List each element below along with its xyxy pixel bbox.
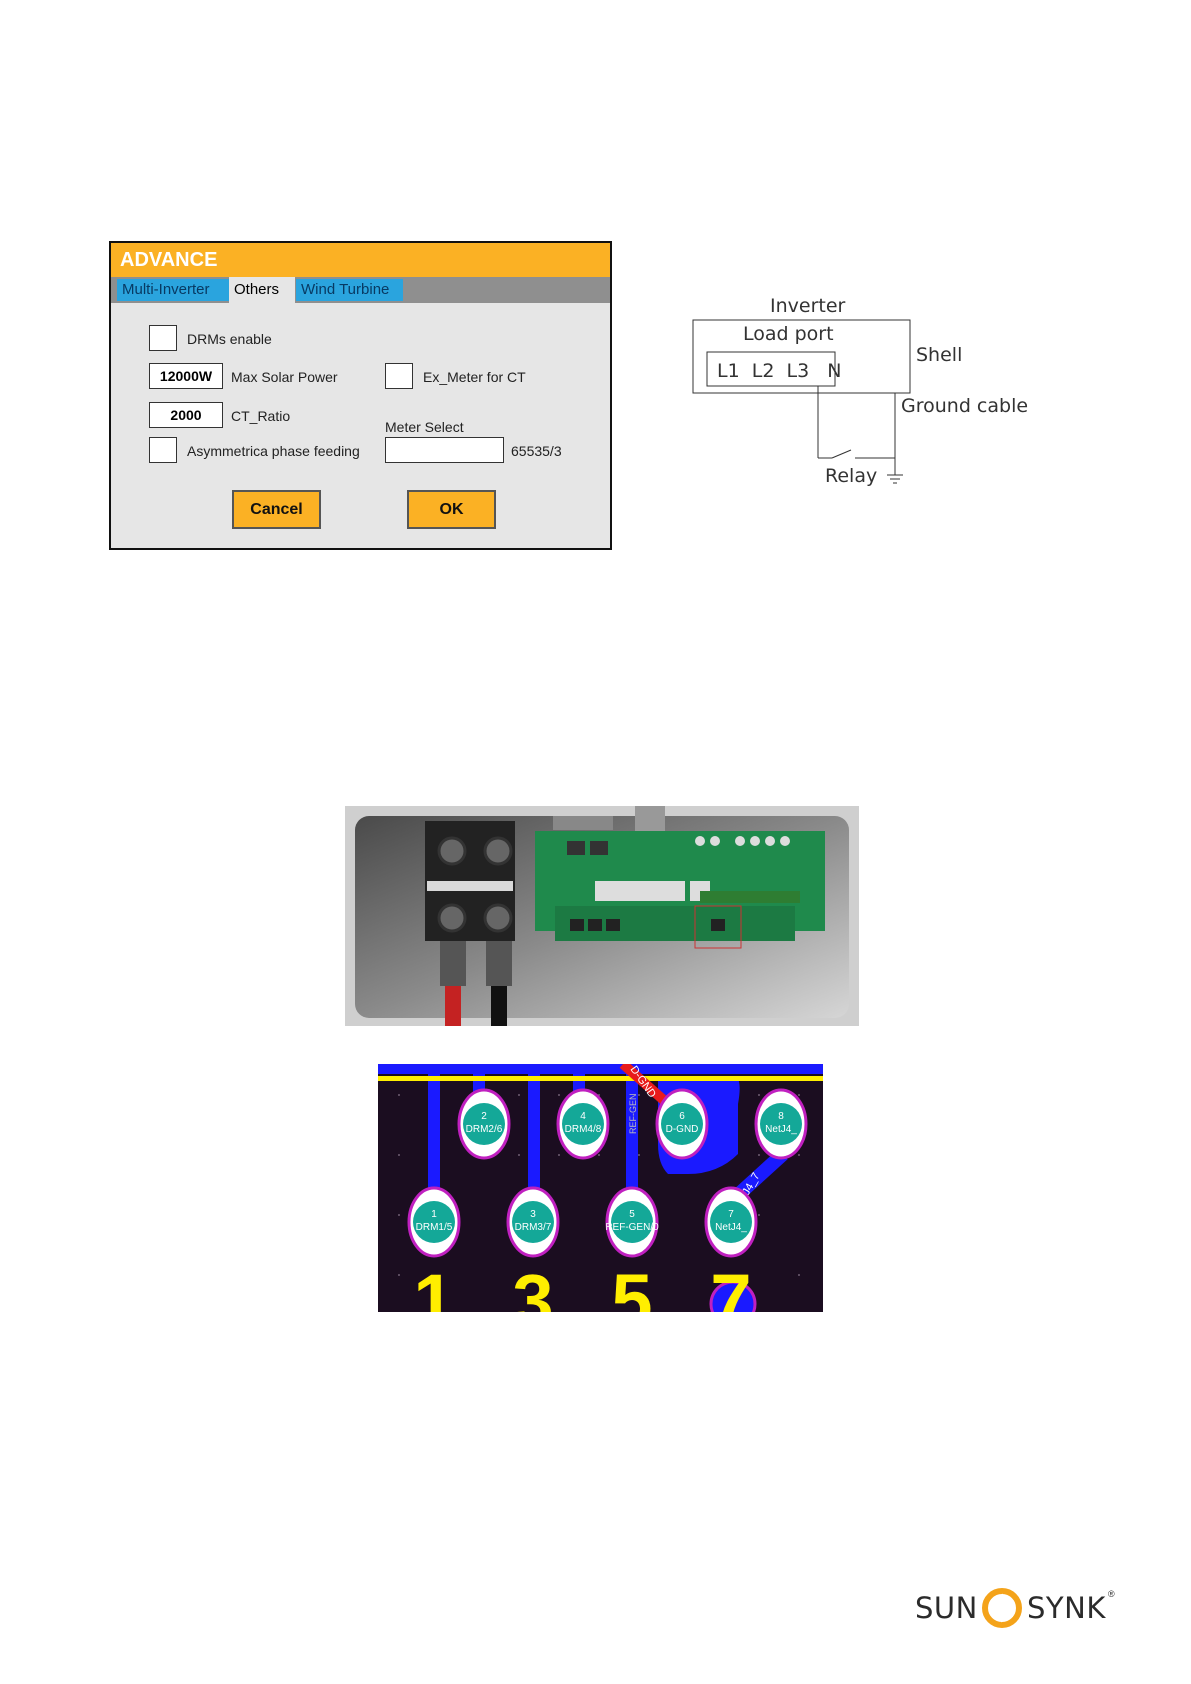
shell-label: Shell (916, 344, 962, 366)
svg-text:6: 6 (679, 1111, 685, 1122)
pad-7: 7 NetJ4_ (704, 1186, 758, 1258)
tab-bar: Multi-Inverter Others Wind Turbine (111, 277, 610, 303)
svg-text:DRM1/5: DRM1/5 (416, 1222, 453, 1233)
svg-text:1: 1 (431, 1209, 437, 1220)
svg-text:7: 7 (728, 1209, 734, 1220)
relay-switch (831, 449, 852, 459)
svg-text:3: 3 (530, 1209, 536, 1220)
load-port-label: Load port (743, 323, 834, 345)
svg-text:8: 8 (778, 1111, 784, 1122)
terminal-block (706, 351, 836, 387)
svg-text:5: 5 (629, 1209, 635, 1220)
drm-port (711, 919, 725, 931)
ex-meter-checkbox[interactable] (385, 363, 413, 389)
tab-others[interactable]: Others (229, 277, 295, 303)
ct-ratio-label: CT_Ratio (231, 408, 291, 424)
max-solar-power-field[interactable]: 12000W (149, 363, 223, 389)
inverter-terminal-photo (345, 806, 859, 1026)
svg-text:NetJ4_: NetJ4_ (715, 1222, 747, 1233)
silkscreen-5: 5 (611, 1259, 652, 1312)
meter-select-hint: 65535/3 (511, 443, 562, 459)
pad-8: 8 NetJ4_ (754, 1088, 808, 1160)
meter-select-field[interactable] (385, 437, 504, 463)
pad-6: 6 D-GND (655, 1088, 709, 1160)
sunsynk-logo: SUN SYNK ® (915, 1581, 1115, 1631)
meter-select-label: Meter Select (385, 419, 464, 435)
sunsynk-swirl-icon (982, 1588, 1022, 1628)
pad-4: 4 DRM4/8 (556, 1088, 610, 1160)
tab-wind-turbine[interactable]: Wind Turbine (296, 279, 403, 301)
drms-enable-checkbox[interactable] (149, 325, 177, 351)
logo-text-synk: SYNK (1027, 1591, 1106, 1625)
pad-1: 1 DRM1/5 (407, 1186, 461, 1258)
relay-label: Relay (825, 465, 877, 487)
svg-text:D-GND: D-GND (666, 1124, 699, 1135)
ground-relay-wiring-diagram: Inverter Load port L1 L2 L3 N Shell Grou… (692, 295, 1028, 487)
svg-text:4: 4 (580, 1111, 586, 1122)
ground-cable-label: Ground cable (901, 395, 1028, 417)
red-battery-cable (445, 986, 461, 1026)
ex-meter-label: Ex_Meter for CT (423, 369, 526, 385)
dialog-title: ADVANCE (111, 243, 610, 277)
inverter-label: Inverter (770, 295, 846, 317)
silkscreen-1: 1 (413, 1259, 454, 1312)
ok-button[interactable]: OK (407, 490, 496, 529)
advance-dialog: ADVANCE Multi-Inverter Others Wind Turbi… (109, 241, 612, 550)
silkscreen-3: 3 (512, 1259, 553, 1312)
drms-enable-label: DRMs enable (187, 331, 272, 347)
svg-text:DRM3/7: DRM3/7 (515, 1222, 552, 1233)
black-battery-cable (491, 986, 507, 1026)
svg-text:REF-GEN/0: REF-GEN/0 (605, 1222, 659, 1233)
svg-text:NetJ4_: NetJ4_ (765, 1124, 797, 1135)
logo-text-sun: SUN (915, 1591, 978, 1625)
svg-text:2: 2 (481, 1111, 487, 1122)
drm-connector-pcb-layout: D-GND REF-GEN J4_7 2 DRM2/6 4 DRM4/8 6 D… (378, 1064, 823, 1312)
inverter-box (692, 319, 911, 394)
svg-text:DRM4/8: DRM4/8 (565, 1124, 602, 1135)
trace-label-refgen: REF-GEN (628, 1094, 638, 1135)
registered-mark: ® (1108, 1589, 1115, 1599)
ct-ratio-field[interactable]: 2000 (149, 402, 223, 428)
pad-2: 2 DRM2/6 (457, 1088, 511, 1160)
pad-5: 5 REF-GEN/0 (605, 1186, 659, 1258)
svg-text:DRM2/6: DRM2/6 (466, 1124, 503, 1135)
tab-multi-inverter[interactable]: Multi-Inverter (117, 279, 229, 301)
terminal-labels: L1 L2 L3 N (717, 360, 842, 382)
pad-3: 3 DRM3/7 (506, 1186, 560, 1258)
asymmetric-phase-label: Asymmetrica phase feeding (187, 443, 360, 459)
asymmetric-phase-checkbox[interactable] (149, 437, 177, 463)
max-solar-power-label: Max Solar Power (231, 369, 338, 385)
silkscreen-7: 7 (710, 1259, 751, 1312)
cancel-button[interactable]: Cancel (232, 490, 321, 529)
